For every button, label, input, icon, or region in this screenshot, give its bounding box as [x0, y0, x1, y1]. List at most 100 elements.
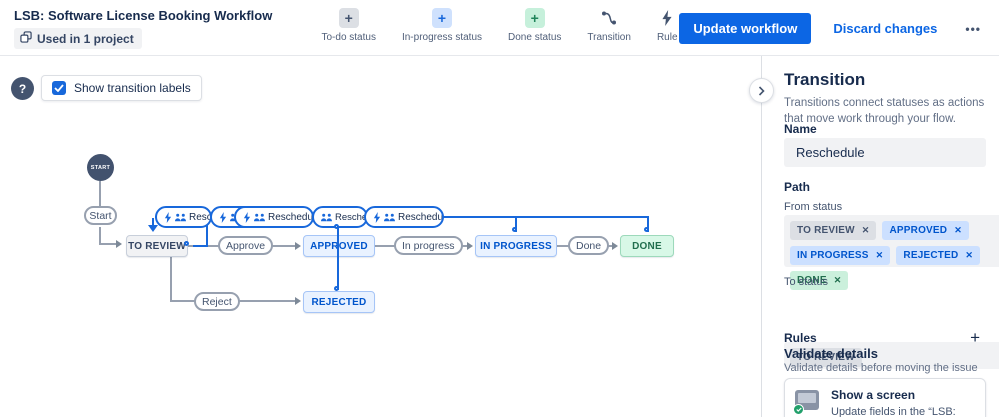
edge-start	[99, 243, 117, 245]
panel-description: Transitions connect statuses as actions …	[784, 97, 985, 126]
rules-header: Rules +	[784, 328, 986, 347]
rule-card-title: Show a screen	[831, 388, 916, 402]
chip-done[interactable]: DONE ✕	[790, 271, 849, 290]
status-in-progress[interactable]: IN PROGRESS	[475, 235, 557, 257]
workflow-canvas[interactable]: ? Show transition labels	[0, 56, 760, 417]
remove-chip-icon[interactable]: ✕	[965, 250, 974, 260]
edge-done	[557, 245, 572, 247]
arrowhead	[116, 240, 126, 248]
transition-start[interactable]: Start	[84, 206, 117, 225]
chip-to-review[interactable]: TO REVIEW ✕	[790, 221, 877, 240]
transition-approve[interactable]: Approve	[218, 236, 274, 255]
rule-lightning-icon	[373, 211, 381, 223]
connection-point[interactable]	[644, 227, 649, 232]
edge-approve	[266, 245, 297, 247]
add-inprogress-status-button[interactable]: + In-progress status	[401, 8, 483, 43]
edge-reject	[170, 257, 172, 301]
rule-lightning-icon	[164, 211, 172, 223]
status-rejected[interactable]: REJECTED	[303, 291, 375, 313]
reschedule-path	[193, 245, 208, 247]
start-node[interactable]: START	[87, 154, 114, 181]
editor-toolbar: + To-do status + In-progress status + Do…	[0, 8, 999, 43]
status-approved[interactable]: APPROVED	[303, 235, 375, 257]
top-bar: LSB: Software License Booking Workflow U…	[0, 0, 999, 56]
transition-done[interactable]: Done	[568, 236, 610, 255]
connection-point[interactable]	[184, 241, 189, 246]
chip-to-review[interactable]: TO REVIEW	[790, 348, 862, 367]
edge-reject	[170, 300, 198, 302]
arrowhead	[612, 242, 622, 250]
to-status-select[interactable]: TO REVIEW	[784, 342, 999, 369]
arrowhead	[295, 242, 305, 250]
transition-name-input[interactable]: Reschedule	[784, 138, 986, 167]
show-transition-labels-toggle[interactable]: Show transition labels	[41, 75, 202, 101]
approvers-icon	[254, 213, 265, 221]
transition-icon	[599, 8, 619, 28]
connection-point[interactable]	[512, 227, 517, 232]
transition-reschedule-pill[interactable]: Reschedule	[312, 206, 368, 228]
arrowhead	[295, 297, 305, 305]
transition-reschedule-pill[interactable]: Reschedule	[364, 206, 444, 228]
show-screen-rule-card[interactable]: Show a screen Update fields in the “LSB:…	[784, 378, 986, 417]
edge-start	[99, 227, 101, 244]
transition-detail-panel: Transition Transitions connect statuses …	[761, 56, 999, 417]
edge-start	[99, 181, 101, 207]
reschedule-path	[206, 216, 208, 247]
edge-done	[605, 245, 614, 247]
checkbox-checked-icon[interactable]	[52, 81, 66, 95]
more-menu-button[interactable]: •••	[959, 21, 987, 37]
add-done-status-button[interactable]: + Done status	[508, 8, 562, 43]
rules-label: Rules	[784, 330, 817, 345]
rule-card-description: Update fields in the “LSB: Software Lice…	[831, 406, 956, 417]
name-label: Name	[784, 122, 817, 136]
add-todo-status-button[interactable]: + To-do status	[321, 8, 376, 43]
screen-icon	[793, 390, 821, 415]
chevron-right-icon	[758, 85, 765, 96]
add-rule-button[interactable]: Rule	[657, 8, 678, 43]
collapse-panel-button[interactable]	[749, 78, 774, 103]
connection-point[interactable]	[334, 224, 339, 229]
approvers-icon	[175, 213, 186, 221]
validate-details-heading: Validate details	[784, 346, 878, 361]
approvers-icon	[384, 213, 395, 221]
chip-approved[interactable]: APPROVED ✕	[882, 221, 969, 240]
copy-icon	[20, 31, 32, 46]
add-rule-button[interactable]: +	[964, 328, 986, 347]
reschedule-path	[515, 216, 517, 232]
arrowhead	[467, 242, 477, 250]
plus-icon: +	[338, 8, 359, 28]
arrowhead-reschedule	[148, 225, 158, 237]
plus-icon: +	[431, 8, 452, 28]
help-button[interactable]: ?	[11, 77, 34, 100]
path-label: Path	[784, 180, 811, 194]
transition-reschedule-pill[interactable]: Reschedule	[155, 206, 212, 228]
reschedule-path	[152, 218, 154, 226]
remove-chip-icon[interactable]: ✕	[861, 225, 870, 235]
rule-lightning-icon	[243, 211, 251, 223]
transition-reschedule-pill[interactable]: Reschedule	[234, 206, 314, 228]
rule-lightning-icon	[219, 211, 227, 223]
from-status-label: From status	[784, 201, 843, 213]
from-status-select[interactable]: TO REVIEW ✕ APPROVED ✕ IN PROGRESS ✕ REJ…	[784, 215, 999, 290]
chip-in-progress[interactable]: IN PROGRESS ✕	[790, 246, 891, 265]
transition-reject[interactable]: Reject	[194, 292, 240, 311]
status-done[interactable]: DONE	[620, 235, 674, 257]
used-in-badge[interactable]: Used in 1 project	[14, 28, 142, 49]
remove-chip-icon[interactable]: ✕	[833, 275, 842, 285]
chip-rejected[interactable]: REJECTED ✕	[896, 246, 981, 265]
plus-icon: +	[524, 8, 545, 28]
update-workflow-button[interactable]: Update workflow	[679, 13, 812, 44]
remove-chip-icon[interactable]: ✕	[954, 225, 962, 235]
transition-in-progress[interactable]: In progress	[394, 236, 463, 255]
discard-changes-button[interactable]: Discard changes	[827, 20, 943, 37]
validate-details-subtitle: Validate details before moving the issue	[784, 362, 978, 374]
lightning-icon	[657, 8, 677, 28]
add-transition-button[interactable]: Transition	[587, 8, 631, 43]
status-to-review[interactable]: TO REVIEW	[126, 235, 188, 257]
edge-reject	[236, 300, 297, 302]
remove-chip-icon[interactable]: ✕	[875, 250, 884, 260]
reschedule-path	[647, 216, 649, 232]
connection-point[interactable]	[334, 286, 339, 291]
to-status-label: To status	[784, 276, 829, 288]
